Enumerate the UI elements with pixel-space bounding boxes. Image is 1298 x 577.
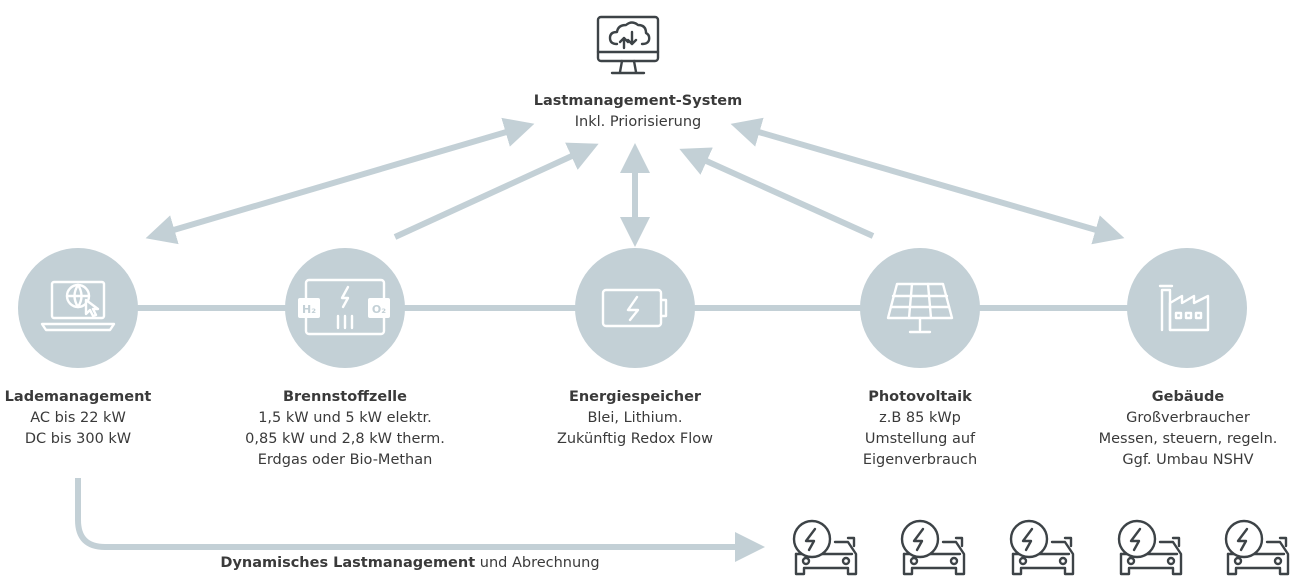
node-label-brennstoffzelle: Brennstoffzelle 1,5 kW und 5 kW elektr. … [220, 387, 470, 471]
node-line: Messen, steuern, regeln. [1098, 431, 1278, 447]
fuel-cell-o2-label: O₂ [372, 303, 386, 316]
bottom-label-rest: und Abrechnung [475, 555, 600, 571]
electric-car-icon [792, 519, 858, 576]
electric-car-icon [1009, 519, 1075, 576]
node-label-gebaeude: Gebäude Großverbraucher Messen, steuern,… [1083, 387, 1293, 471]
node-label-energiespeicher: Energiespeicher Blei, Lithium. Zukünftig… [510, 387, 760, 450]
arrow-lademanagement-cars [75, 478, 765, 562]
node-label-lademanagement: Lademanagement AC bis 22 kW DC bis 300 k… [0, 387, 178, 450]
system-title: Lastmanagement-System [533, 93, 743, 109]
node-circle-energiespeicher [575, 248, 695, 368]
factory-icon [1158, 284, 1210, 332]
node-line: 0,85 kW und 2,8 kW therm. [245, 431, 445, 447]
node-line: Eigenverbrauch [862, 452, 978, 468]
node-label-photovoltaik: Photovoltaik z.B 85 kWp Umstellung auf E… [805, 387, 1035, 471]
node-line: z.B 85 kWp [879, 410, 961, 426]
node-line: Großverbraucher [1126, 410, 1250, 426]
bottom-label: Dynamisches Lastmanagement und Abrechnun… [160, 555, 660, 571]
battery-icon [601, 288, 668, 328]
node-title: Energiespeicher [568, 389, 702, 405]
node-line: DC bis 300 kW [24, 431, 132, 447]
laptop-globe-icon [40, 280, 116, 332]
fuel-cell-icon: H₂ O₂ [298, 278, 390, 336]
node-line: 1,5 kW und 5 kW elektr. [258, 410, 432, 426]
node-title: Brennstoffzelle [282, 389, 407, 405]
node-line: Umstellung auf [864, 431, 976, 447]
node-title: Lademanagement [4, 389, 152, 405]
node-circle-brennstoffzelle [285, 248, 405, 368]
arrow-gebaeude-system [730, 117, 1125, 245]
electric-car-icon [1117, 519, 1183, 576]
fuel-cell-h2-label: H₂ [302, 303, 316, 316]
node-circle-gebaeude [1127, 248, 1247, 368]
node-title: Gebäude [1151, 389, 1225, 405]
node-line: Zukünftig Redox Flow [556, 431, 714, 447]
system-label: Lastmanagement-System Inkl. Priorisierun… [478, 91, 798, 133]
arrow-lademanagement-system [145, 117, 535, 245]
car-row [792, 519, 1290, 576]
arrow-photovoltaik-system [679, 147, 875, 239]
electric-car-icon [900, 519, 966, 576]
node-line: Blei, Lithium. [587, 410, 683, 426]
electric-car-icon [1224, 519, 1290, 576]
node-title: Photovoltaik [868, 389, 972, 405]
solar-panel-icon [886, 282, 954, 334]
bottom-label-bold: Dynamisches Lastmanagement [220, 555, 476, 571]
node-line: Ggf. Umbau NSHV [1122, 452, 1254, 468]
system-subtitle: Inkl. Priorisierung [574, 114, 702, 130]
cloud-monitor-icon [596, 15, 660, 75]
arrow-brennstoffzelle-system [393, 142, 599, 240]
node-line: Erdgas oder Bio-Methan [257, 452, 433, 468]
node-line: AC bis 22 kW [30, 410, 126, 426]
